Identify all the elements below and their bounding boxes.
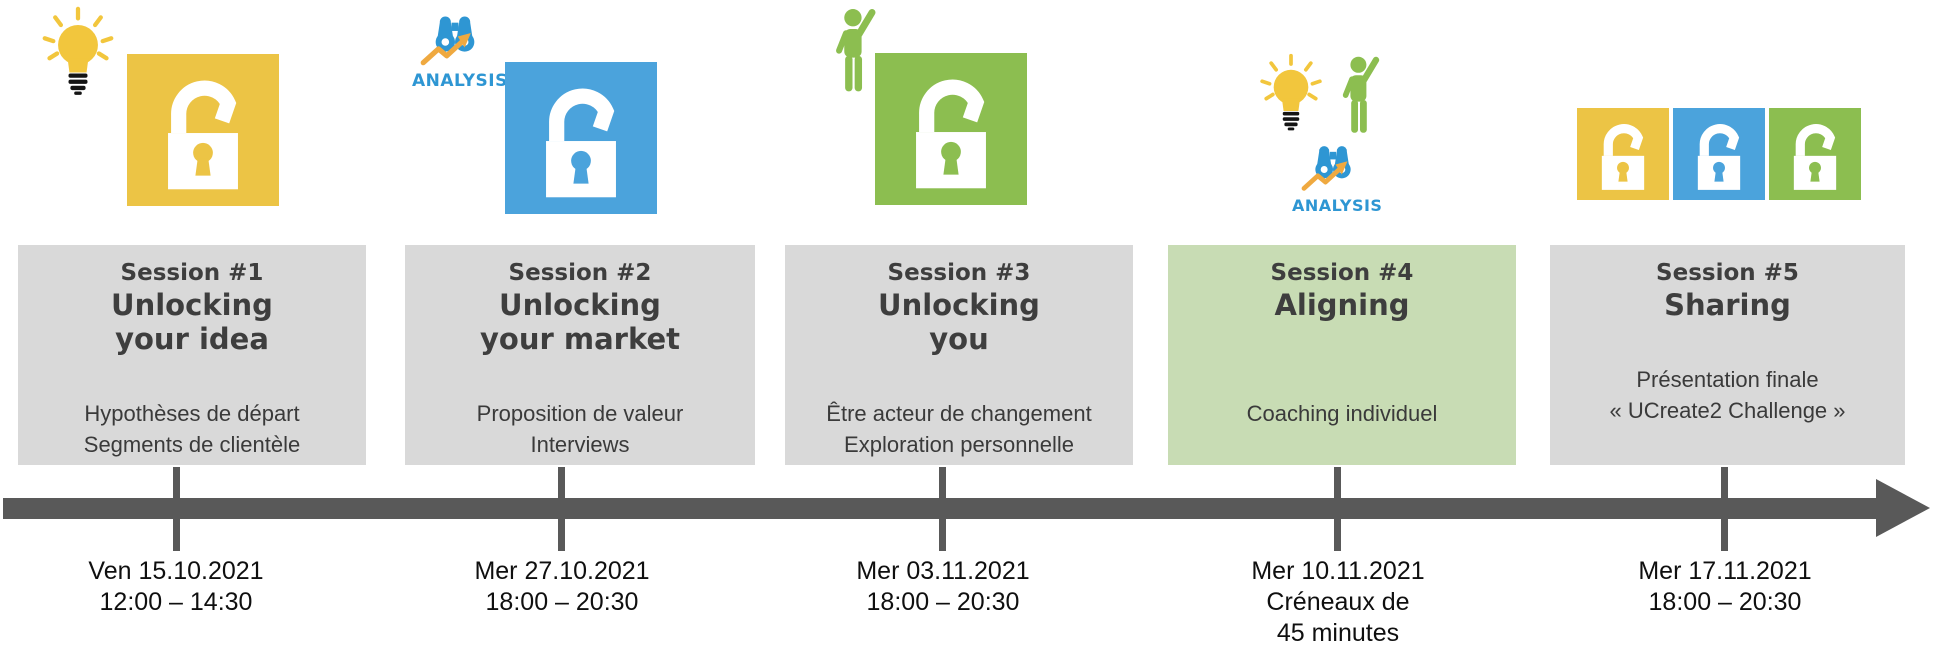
timeline-tick-1 [173,467,180,551]
session-label: Session #5 [1656,260,1799,286]
timeline-tick-3 [939,467,946,551]
session-3-box: Session #3 Unlocking you Être acteur de … [785,245,1133,465]
session-title: Unlocking your idea [111,288,273,356]
lightbulb-icon [1258,53,1324,137]
timeline-arrowhead-icon [1876,479,1930,537]
session-description: Proposition de valeur Interviews [476,401,684,457]
analysis-icon: ANALYSIS [1292,143,1383,215]
session-2-date: Mer 27.10.2021 18:00 – 20:30 [474,557,650,616]
session-description: Coaching individuel [1246,401,1438,426]
open-padlock-green-icon [875,53,1027,205]
open-padlock-blue-icon [505,62,657,214]
session-title: Unlocking you [878,288,1040,356]
session-2-box: Session #2 Unlocking your market Proposi… [405,245,755,465]
session-description: Hypothèses de départ Segments de clientè… [83,401,301,457]
open-padlock-blue-small-icon [1673,108,1765,200]
session-4-box: Session #4 Aligning Coaching individuel [1168,245,1516,465]
session-1-box: Session #1 Unlocking your idea Hypothèse… [18,245,366,465]
session-label: Session #3 [887,260,1031,286]
timeline-tick-2 [558,467,565,551]
open-padlock-yellow-icon [127,54,279,206]
analysis-label: ANALYSIS [1292,196,1383,215]
session-label: Session #1 [120,260,264,286]
timeline-tick-4 [1334,467,1341,551]
person-raising-hand-icon [1340,56,1388,136]
session-title: Unlocking your market [480,288,680,356]
person-raising-hand-icon [833,8,885,92]
session-1-date: Ven 15.10.2021 12:00 – 14:30 [88,557,264,616]
session-title: Aligning [1274,288,1410,322]
open-padlock-green-small-icon [1769,108,1861,200]
session-description: Être acteur de changement Exploration pe… [826,401,1092,457]
session-title: Sharing [1664,288,1791,322]
analysis-label: ANALYSIS [412,71,508,91]
session-label: Session #4 [1270,260,1414,286]
timeline-tick-5 [1721,467,1728,551]
session-3-date: Mer 03.11.2021 18:00 – 20:30 [856,557,1030,616]
open-padlock-yellow-small-icon [1577,108,1669,200]
analysis-icon: ANALYSIS [412,13,508,91]
session-description: Présentation finale « UCreate2 Challenge… [1609,367,1846,423]
lightbulb-icon [40,6,116,101]
session-label: Session #2 [508,260,652,286]
session-4-date: Mer 10.11.2021 Créneaux de 45 minutes [1251,557,1425,647]
session-5-date: Mer 17.11.2021 18:00 – 20:30 [1638,557,1812,616]
session-5-box: Session #5 Sharing Présentation finale «… [1550,245,1905,465]
